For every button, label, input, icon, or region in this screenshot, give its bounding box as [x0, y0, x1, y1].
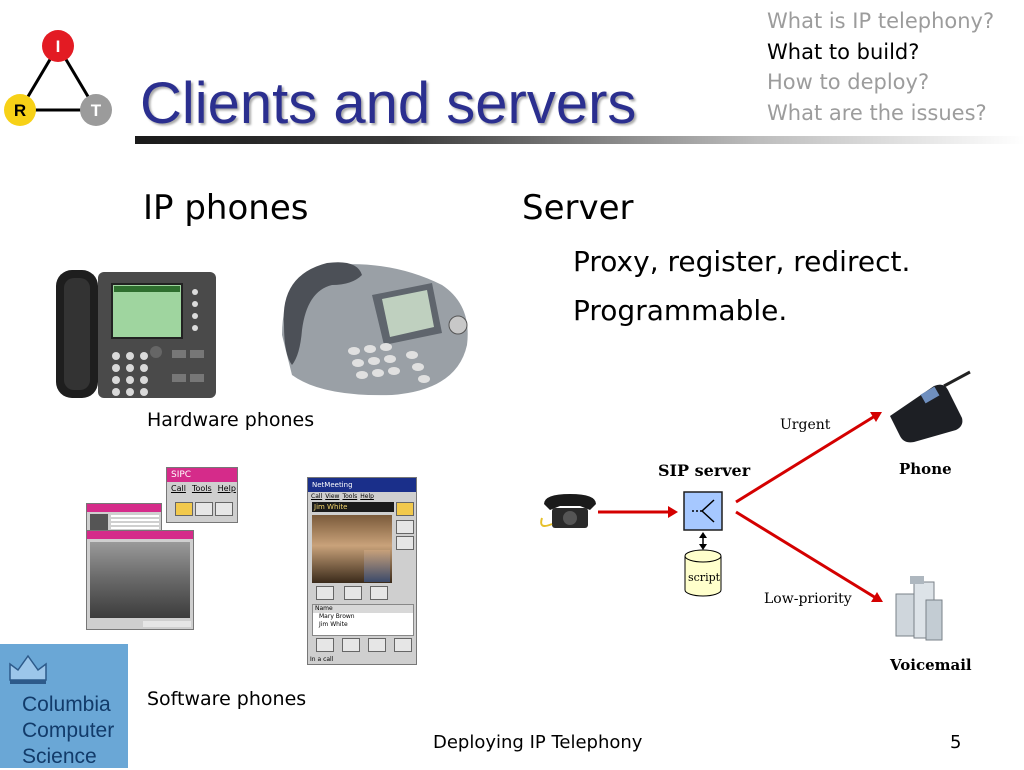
server-bullet-proxy: Proxy, register, redirect. [573, 245, 911, 278]
netmeeting-call-button[interactable] [396, 502, 414, 516]
netmeeting-list-header: Name [313, 605, 413, 613]
netmeeting-whiteboard-button[interactable] [342, 638, 360, 652]
columbia-logo-line-1: Columbia [22, 693, 111, 716]
video-thumbnail [90, 514, 108, 530]
netmeeting-participant[interactable]: Mary Brown [319, 613, 355, 620]
agenda-item-how-to-deploy: How to deploy? [767, 70, 930, 94]
script-label: script [688, 571, 721, 584]
netmeeting-play-button[interactable] [316, 586, 334, 600]
agenda-item-what-to-build: What to build? [767, 39, 920, 64]
columbia-logo-line-2: Computer [22, 719, 115, 742]
netmeeting-titlebar: NetMeeting [308, 478, 416, 492]
video-window-small [86, 503, 162, 533]
sip-routing-diagram [540, 370, 971, 641]
crown-icon [9, 654, 47, 684]
video-feed [90, 542, 190, 618]
desk-phone-image [282, 262, 468, 396]
netmeeting-menu-call[interactable]: Call [311, 493, 323, 500]
netmeeting-chat-button[interactable] [316, 638, 334, 652]
netmeeting-self-view [364, 550, 390, 582]
urgent-label: Urgent [780, 417, 831, 433]
ip-phones-heading: IP phones [143, 188, 309, 228]
server-heading: Server [522, 188, 634, 228]
netmeeting-menu-tools[interactable]: Tools [342, 493, 358, 500]
logo-r-circle [4, 94, 36, 126]
logo-letter-i: I [56, 37, 61, 56]
page-title: Clients and servers [140, 71, 637, 136]
netmeeting-share-button[interactable] [368, 638, 386, 652]
netmeeting-status: In a call [310, 656, 334, 663]
sipc-menu-call[interactable]: Call [171, 484, 186, 493]
sipc-menu-help[interactable]: Help [217, 484, 236, 493]
netmeeting-menu-help[interactable]: Help [360, 493, 374, 500]
footer-text: Deploying IP Telephony [433, 732, 643, 753]
sipc-menu: Call Tools Help [167, 482, 237, 495]
irt-logo: I R T [4, 30, 112, 126]
columbia-logo-line-3: Science [22, 745, 97, 768]
server-bullet-programmable: Programmable. [573, 294, 788, 327]
sipc-tools-button[interactable] [215, 502, 233, 516]
netmeeting-audio-button[interactable] [370, 586, 388, 600]
netmeeting-menu-view[interactable]: View [325, 493, 340, 500]
logo-i-circle [42, 30, 74, 62]
agenda-list: What is IP telephony? What to build? How… [767, 6, 994, 128]
title-underline [135, 136, 1024, 144]
logo-letter-r: R [14, 101, 26, 120]
cisco-phone-image [56, 270, 216, 398]
script-cylinder-icon [684, 549, 722, 597]
sipc-window: SIPC Call Tools Help [166, 467, 238, 523]
columbia-logo: Columbia Computer Science [0, 644, 128, 768]
netmeeting-participant-list: Name Mary Brown Jim White [312, 604, 414, 636]
agenda-item-issues: What are the issues? [767, 100, 987, 125]
voicemail-server-icon [895, 576, 943, 641]
logo-letter-t: T [91, 101, 102, 120]
telephone-icon [540, 494, 596, 528]
sip-server-icon [683, 491, 723, 531]
sip-server-label: SIP server [658, 461, 751, 480]
netmeeting-hangup-button[interactable] [396, 520, 414, 534]
netmeeting-transfer-button[interactable] [394, 638, 412, 652]
low-priority-label: Low-priority [764, 591, 852, 607]
sipc-titlebar: SIPC [167, 468, 237, 482]
netmeeting-user-select[interactable]: Jim White [312, 502, 394, 512]
netmeeting-camera-button[interactable] [344, 586, 362, 600]
hardware-phones-caption: Hardware phones [147, 409, 315, 431]
video-window-large [86, 530, 194, 630]
netmeeting-participant[interactable]: Jim White [319, 621, 348, 628]
sipc-menu-tools[interactable]: Tools [191, 484, 212, 493]
mobile-phone-icon [890, 370, 971, 443]
logo-t-circle [80, 94, 112, 126]
phone-label: Phone [899, 460, 952, 478]
agenda-item-what-is: What is IP telephony? [767, 9, 995, 33]
voicemail-label: Voicemail [890, 656, 972, 674]
netmeeting-directory-button[interactable] [396, 536, 414, 550]
page-number: 5 [950, 732, 962, 753]
sipc-call-button[interactable] [175, 502, 193, 516]
software-phones-caption: Software phones [147, 688, 307, 710]
sipc-book-button[interactable] [195, 502, 213, 516]
